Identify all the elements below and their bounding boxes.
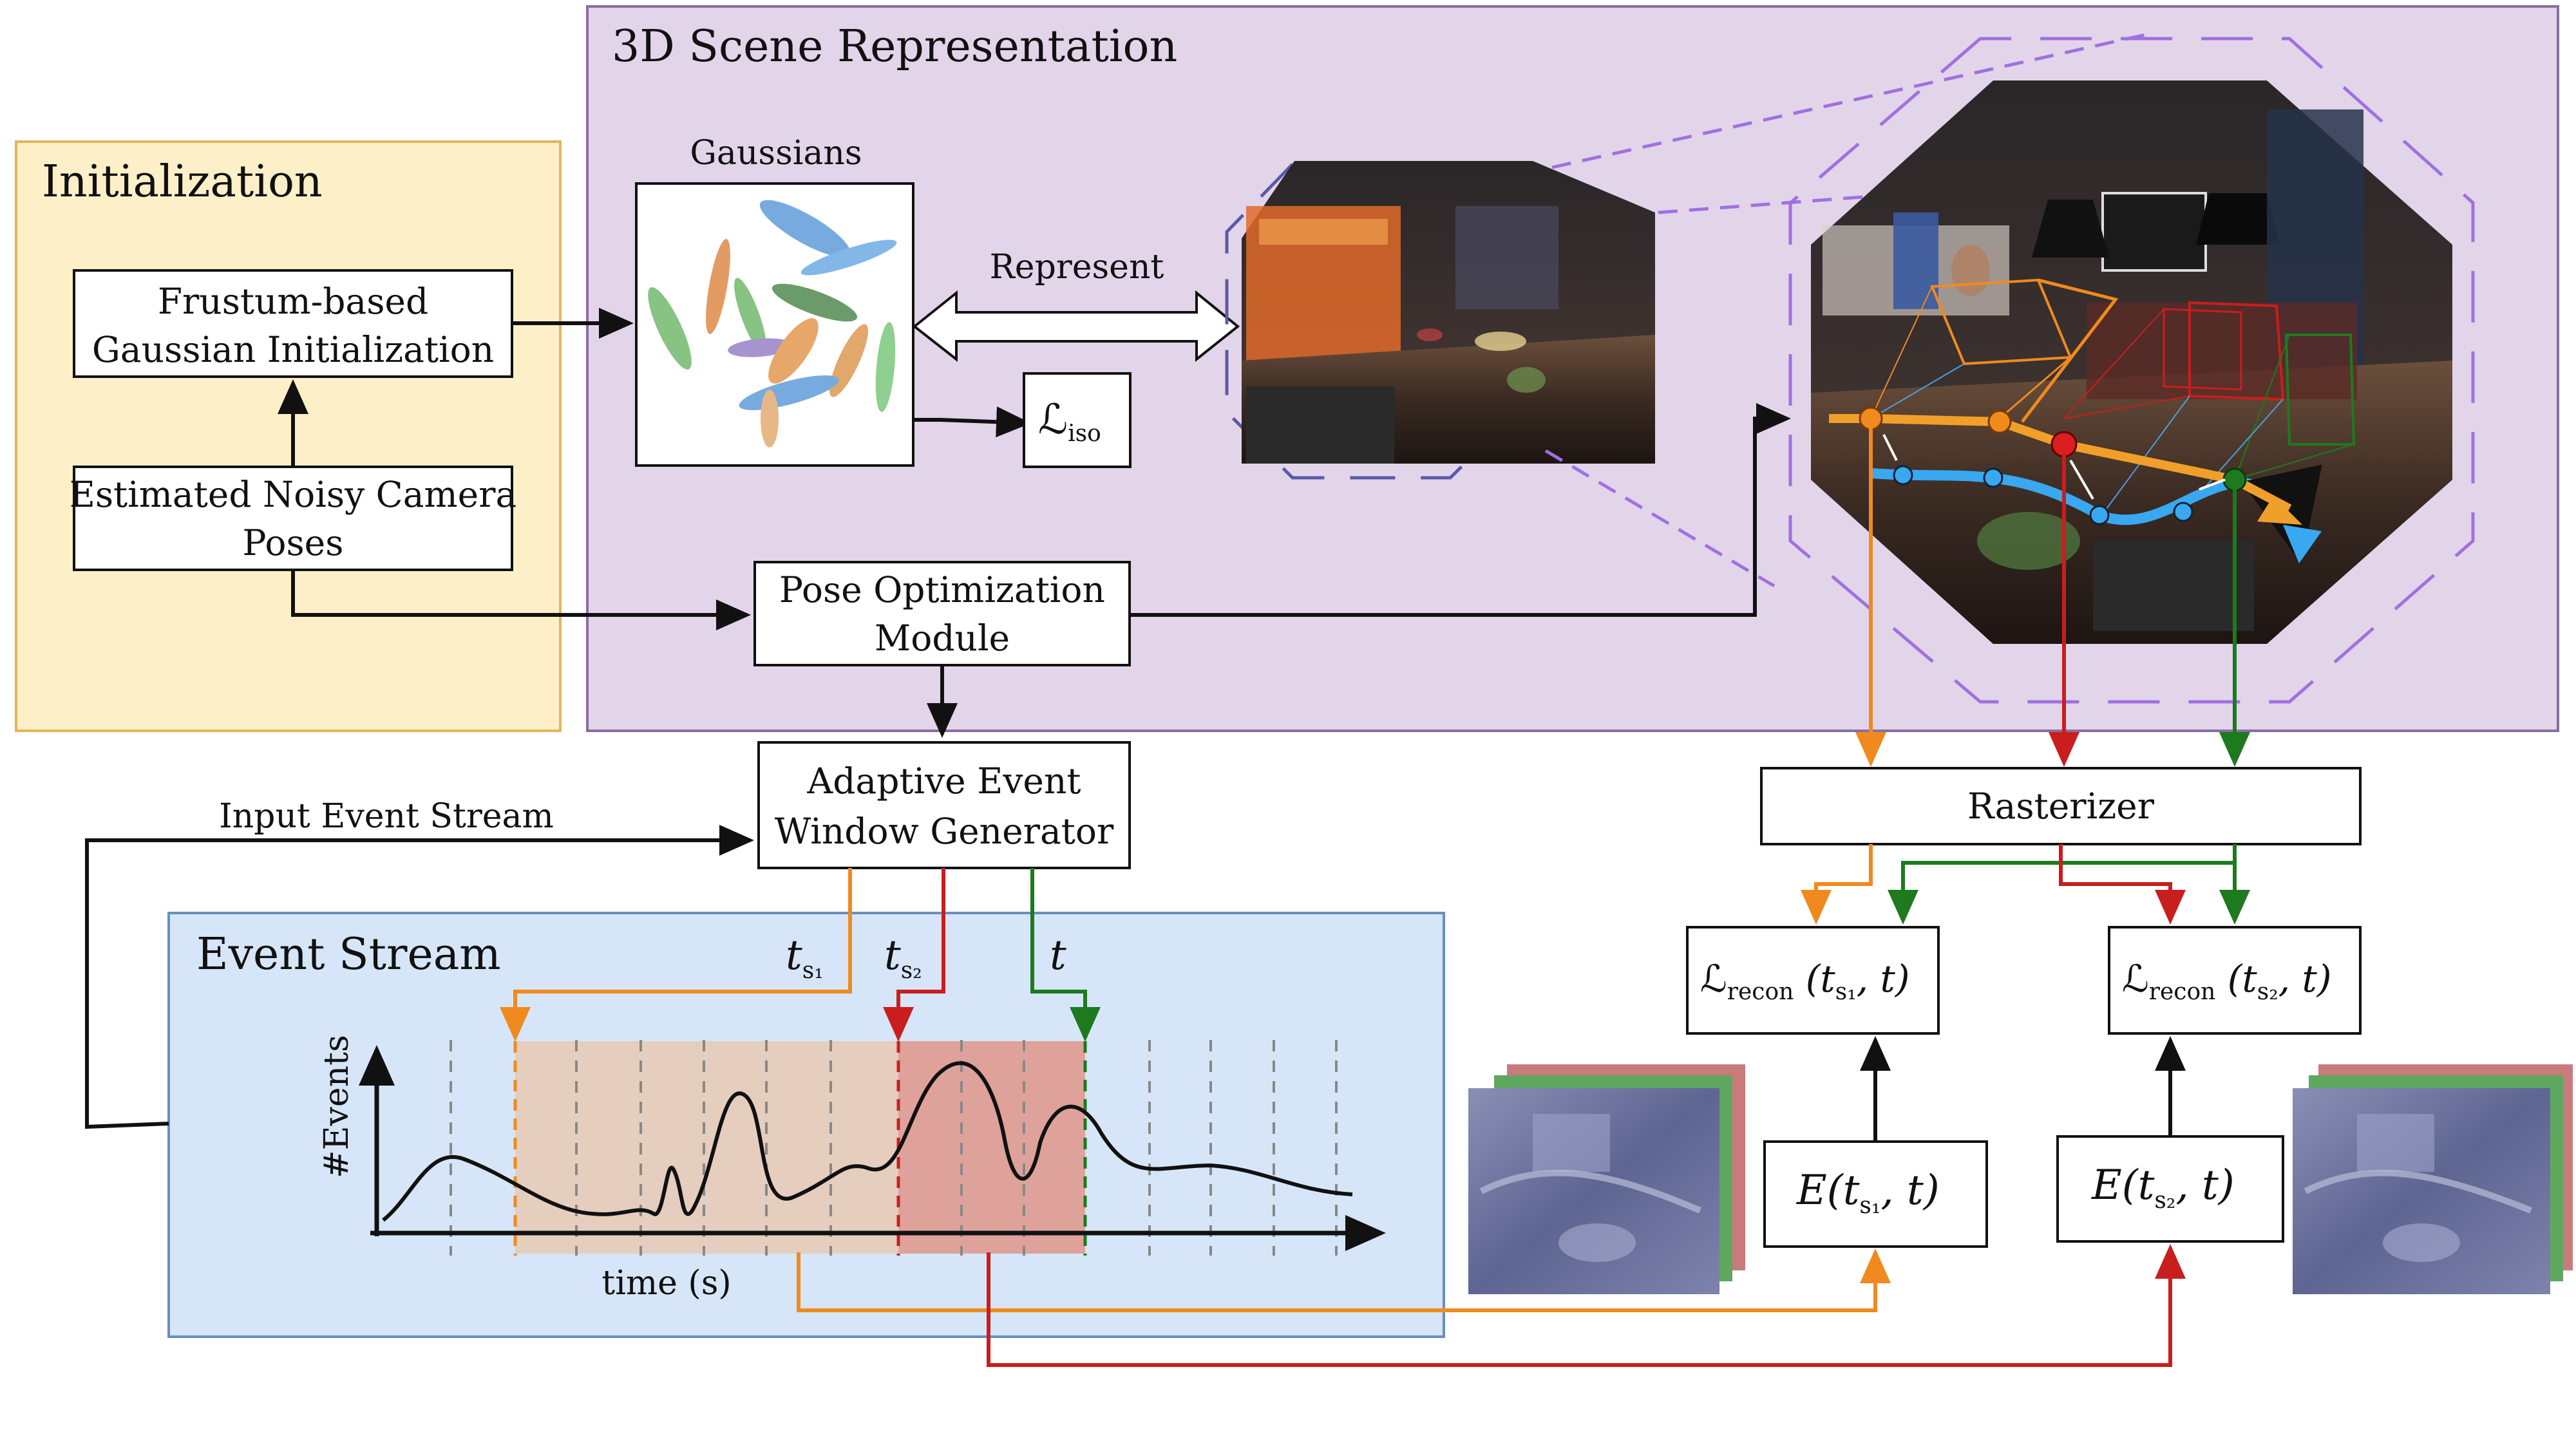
recon-loss-label-2: ℒrecon (ts₂, t) [2122,957,2331,1005]
gaussians-label: Gaussians [690,134,862,173]
window-generator-label-1: Adaptive Event [806,760,1081,802]
iso-loss-box [1023,372,1132,468]
input-event-stream-label: Input Event Stream [219,797,554,836]
initialization-title: Initialization [42,156,323,207]
window-orange [515,1041,898,1254]
time-gridlines [450,1040,1338,1256]
event-frame-box-1 [1763,1140,1988,1248]
initialization-panel [15,140,562,732]
ts1-label: ts₁ [786,932,824,984]
noisy-poses-box [73,466,513,571]
noisy-poses-label-1: Estimated Noisy Camera [70,474,517,515]
pose-optimization-box [753,561,1131,666]
iso-loss-label: ℒiso [1038,396,1101,447]
event-image-stack-1 [1468,1064,1745,1294]
gaussian-ellipses [648,200,897,448]
recon-loss-box-2 [2108,926,2362,1035]
scene-render-small [1225,161,1655,480]
t-label: t [1050,932,1066,979]
time-axis-label: time (s) [601,1264,731,1303]
window-generator-label-2: Window Generator [775,811,1114,852]
event-count-curve [382,1061,1353,1222]
frustum-init-label-2: Gaussian Initialization [92,329,494,370]
event-frame-label-1: E(ts₁, t) [1796,1167,1940,1219]
events-axis-label: #Events [317,1035,356,1178]
frustum-init-box [73,269,513,378]
pose-optimization-label-2: Module [875,617,1010,659]
represent-double-arrow [912,290,1240,363]
window-red [898,1041,1085,1254]
event-stream-title: Event Stream [196,929,501,980]
pose-optimization-label-1: Pose Optimization [779,569,1105,610]
ts2-label: ts₂ [884,932,922,984]
noisy-poses-label-2: Poses [243,522,344,563]
event-frame-box-2 [2056,1135,2284,1243]
event-image-stack-2 [2293,1064,2573,1294]
camera-trajectory [1829,278,2356,564]
frustum-init-label-1: Frustum-based [158,281,428,322]
rasterizer-box [1760,767,2362,845]
represent-label: Represent [990,248,1164,287]
event-frame-label-2: E(ts₂, t) [2091,1162,2235,1214]
scene-title: 3D Scene Representation [612,21,1177,72]
recon-loss-label-1: ℒrecon (ts₁, t) [1700,957,1909,1005]
recon-loss-box-1 [1686,926,1940,1035]
rasterizer-label: Rasterizer [1967,786,2155,827]
